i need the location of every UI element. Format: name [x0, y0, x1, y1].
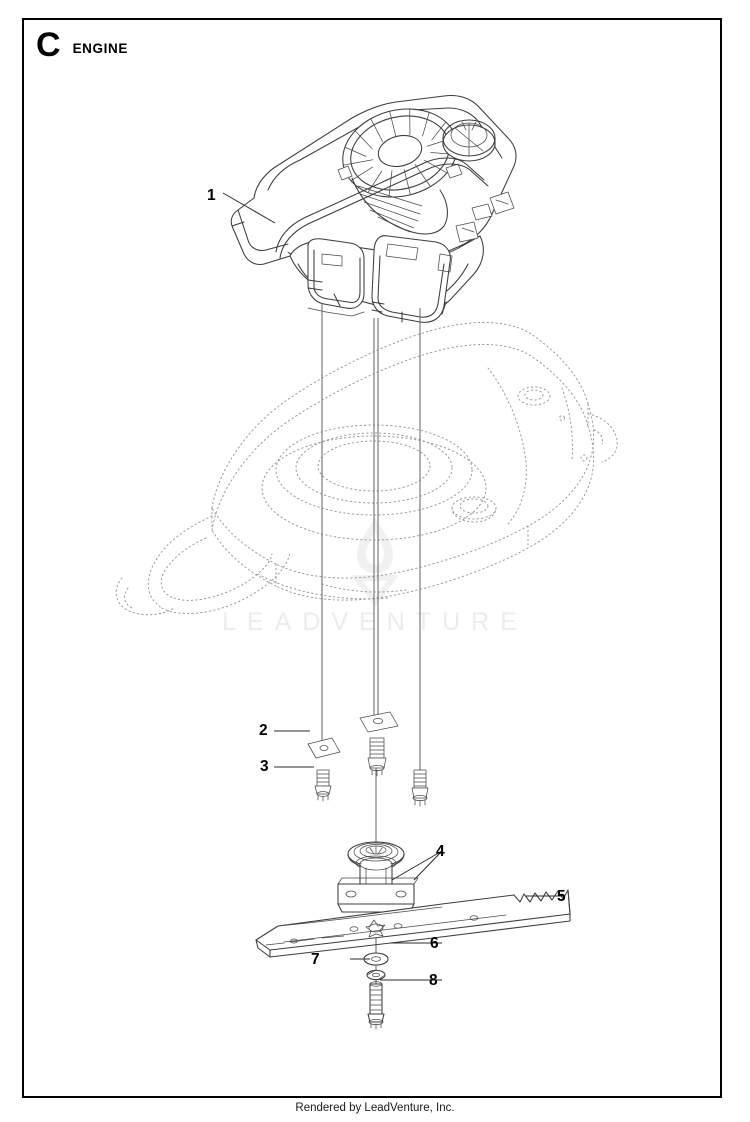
callout-4: 4	[436, 843, 445, 860]
section-letter: C	[36, 26, 61, 64]
callout-5: 5	[557, 888, 566, 905]
leadventure-flame-icon	[351, 517, 399, 607]
page-header: C ENGINE	[36, 28, 128, 62]
callout-7: 7	[311, 951, 320, 968]
page-title: ENGINE	[72, 41, 128, 56]
callout-8: 8	[429, 972, 438, 989]
callout-6: 6	[430, 935, 439, 952]
watermark-text: LEADVENTURE	[222, 608, 528, 636]
footer-attribution: Rendered by LeadVenture, Inc.	[295, 1102, 455, 1114]
callout-1: 1	[207, 187, 216, 204]
callout-2: 2	[259, 722, 268, 739]
callout-3: 3	[260, 758, 269, 775]
